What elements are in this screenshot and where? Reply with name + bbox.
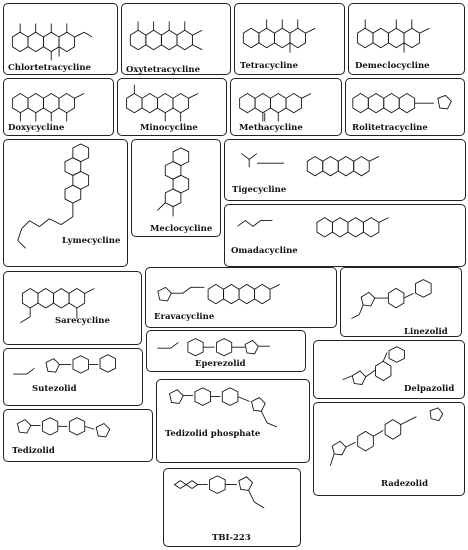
tedizolid-phosphate-structure xyxy=(169,387,278,428)
compound-label: Tedizolid xyxy=(12,446,55,456)
sarecycline-structure xyxy=(20,288,95,323)
radezolid-structure xyxy=(329,407,444,466)
compound-label: Doxycycline xyxy=(8,123,65,133)
delpazolid-structure xyxy=(342,346,405,385)
compound-card-omadacycline: Omadacycline xyxy=(224,204,466,267)
oxytetracycline-structure xyxy=(129,21,203,51)
compound-card-rolitetracycline: Rolitetracycline xyxy=(345,78,465,136)
compound-label: TBI-223 xyxy=(212,533,251,543)
compound-label: Linezolid xyxy=(404,327,448,337)
compound-label: Omadacycline xyxy=(231,246,298,256)
compound-card-tbi-223: TBI-223 xyxy=(163,468,301,547)
compound-card-methacycline: Methacycline xyxy=(230,78,342,136)
omadacycline-structure xyxy=(237,217,389,238)
minocycline-structure xyxy=(126,84,199,122)
compound-label: Minocycline xyxy=(140,123,198,133)
rolitetracycline-structure xyxy=(352,92,452,114)
compound-card-eperezolid: Eperezolid xyxy=(146,330,306,372)
compound-label: Sarecycline xyxy=(55,316,110,326)
methacycline-structure xyxy=(239,92,312,122)
compound-label: Sutezolid xyxy=(32,384,77,394)
compound-label: Tedizolid phosphate xyxy=(165,429,261,439)
compound-label: Rolitetracycline xyxy=(352,123,428,133)
compound-card-delpazolid: Delpazolid xyxy=(313,340,465,399)
compound-card-chlortetracycline: Chlortetracycline xyxy=(3,3,118,75)
compound-card-tedizolid: Tedizolid xyxy=(3,409,153,462)
compound-card-tetracycline: Tetracycline xyxy=(234,3,345,75)
compound-card-demeclocycline: Demeclocycline xyxy=(348,3,465,75)
tetracycline-structure xyxy=(242,19,316,53)
compound-card-doxycycline: Doxycycline xyxy=(3,78,114,136)
compound-label: Radezolid xyxy=(381,479,429,489)
compound-label: Meclocycline xyxy=(150,224,213,234)
compound-label: Eravacycline xyxy=(154,312,215,322)
tbi-223-structure xyxy=(173,475,265,509)
compound-card-tedizolid-phosphate: Tedizolid phosphate xyxy=(156,379,310,463)
compound-card-lymecycline: Lymecycline xyxy=(3,139,128,267)
tedizolid-structure xyxy=(16,417,111,438)
sutezolid-structure xyxy=(13,354,116,375)
demeclocycline-structure xyxy=(356,19,430,53)
compound-label: Oxytetracycline xyxy=(126,65,200,75)
compound-card-oxytetracycline: Oxytetracycline xyxy=(121,3,231,75)
tigecycline-structure xyxy=(241,153,380,177)
compound-label: Lymecycline xyxy=(62,236,121,246)
compound-label: Tetracycline xyxy=(240,61,299,71)
compound-card-meclocycline: Meclocycline xyxy=(131,139,221,237)
compound-card-sutezolid: Sutezolid xyxy=(3,348,143,406)
eperezolid-structure xyxy=(157,338,270,357)
meclocycline-structure xyxy=(157,147,190,217)
compound-card-tigecycline: Tigecycline xyxy=(224,139,466,201)
chlortetracycline-structure xyxy=(11,23,93,61)
compound-label: Tigecycline xyxy=(232,185,287,195)
compound-label: Chlortetracycline xyxy=(8,63,91,73)
compound-label: Demeclocycline xyxy=(355,61,430,71)
compound-label: Methacycline xyxy=(239,123,303,133)
doxycycline-structure xyxy=(12,92,85,122)
linezolid-structure xyxy=(351,279,432,319)
compound-card-minocycline: Minocycline xyxy=(117,78,227,136)
eravacycline-structure xyxy=(157,283,280,305)
compound-label: Eperezolid xyxy=(195,359,246,369)
lymecycline-structure xyxy=(17,143,90,249)
compound-card-linezolid: Linezolid xyxy=(340,267,462,337)
compound-card-radezolid: Radezolid xyxy=(313,402,465,496)
compound-label: Delpazolid xyxy=(404,384,455,394)
compound-card-sarecycline: Sarecycline xyxy=(3,271,142,345)
compound-card-eravacycline: Eravacycline xyxy=(145,267,337,328)
